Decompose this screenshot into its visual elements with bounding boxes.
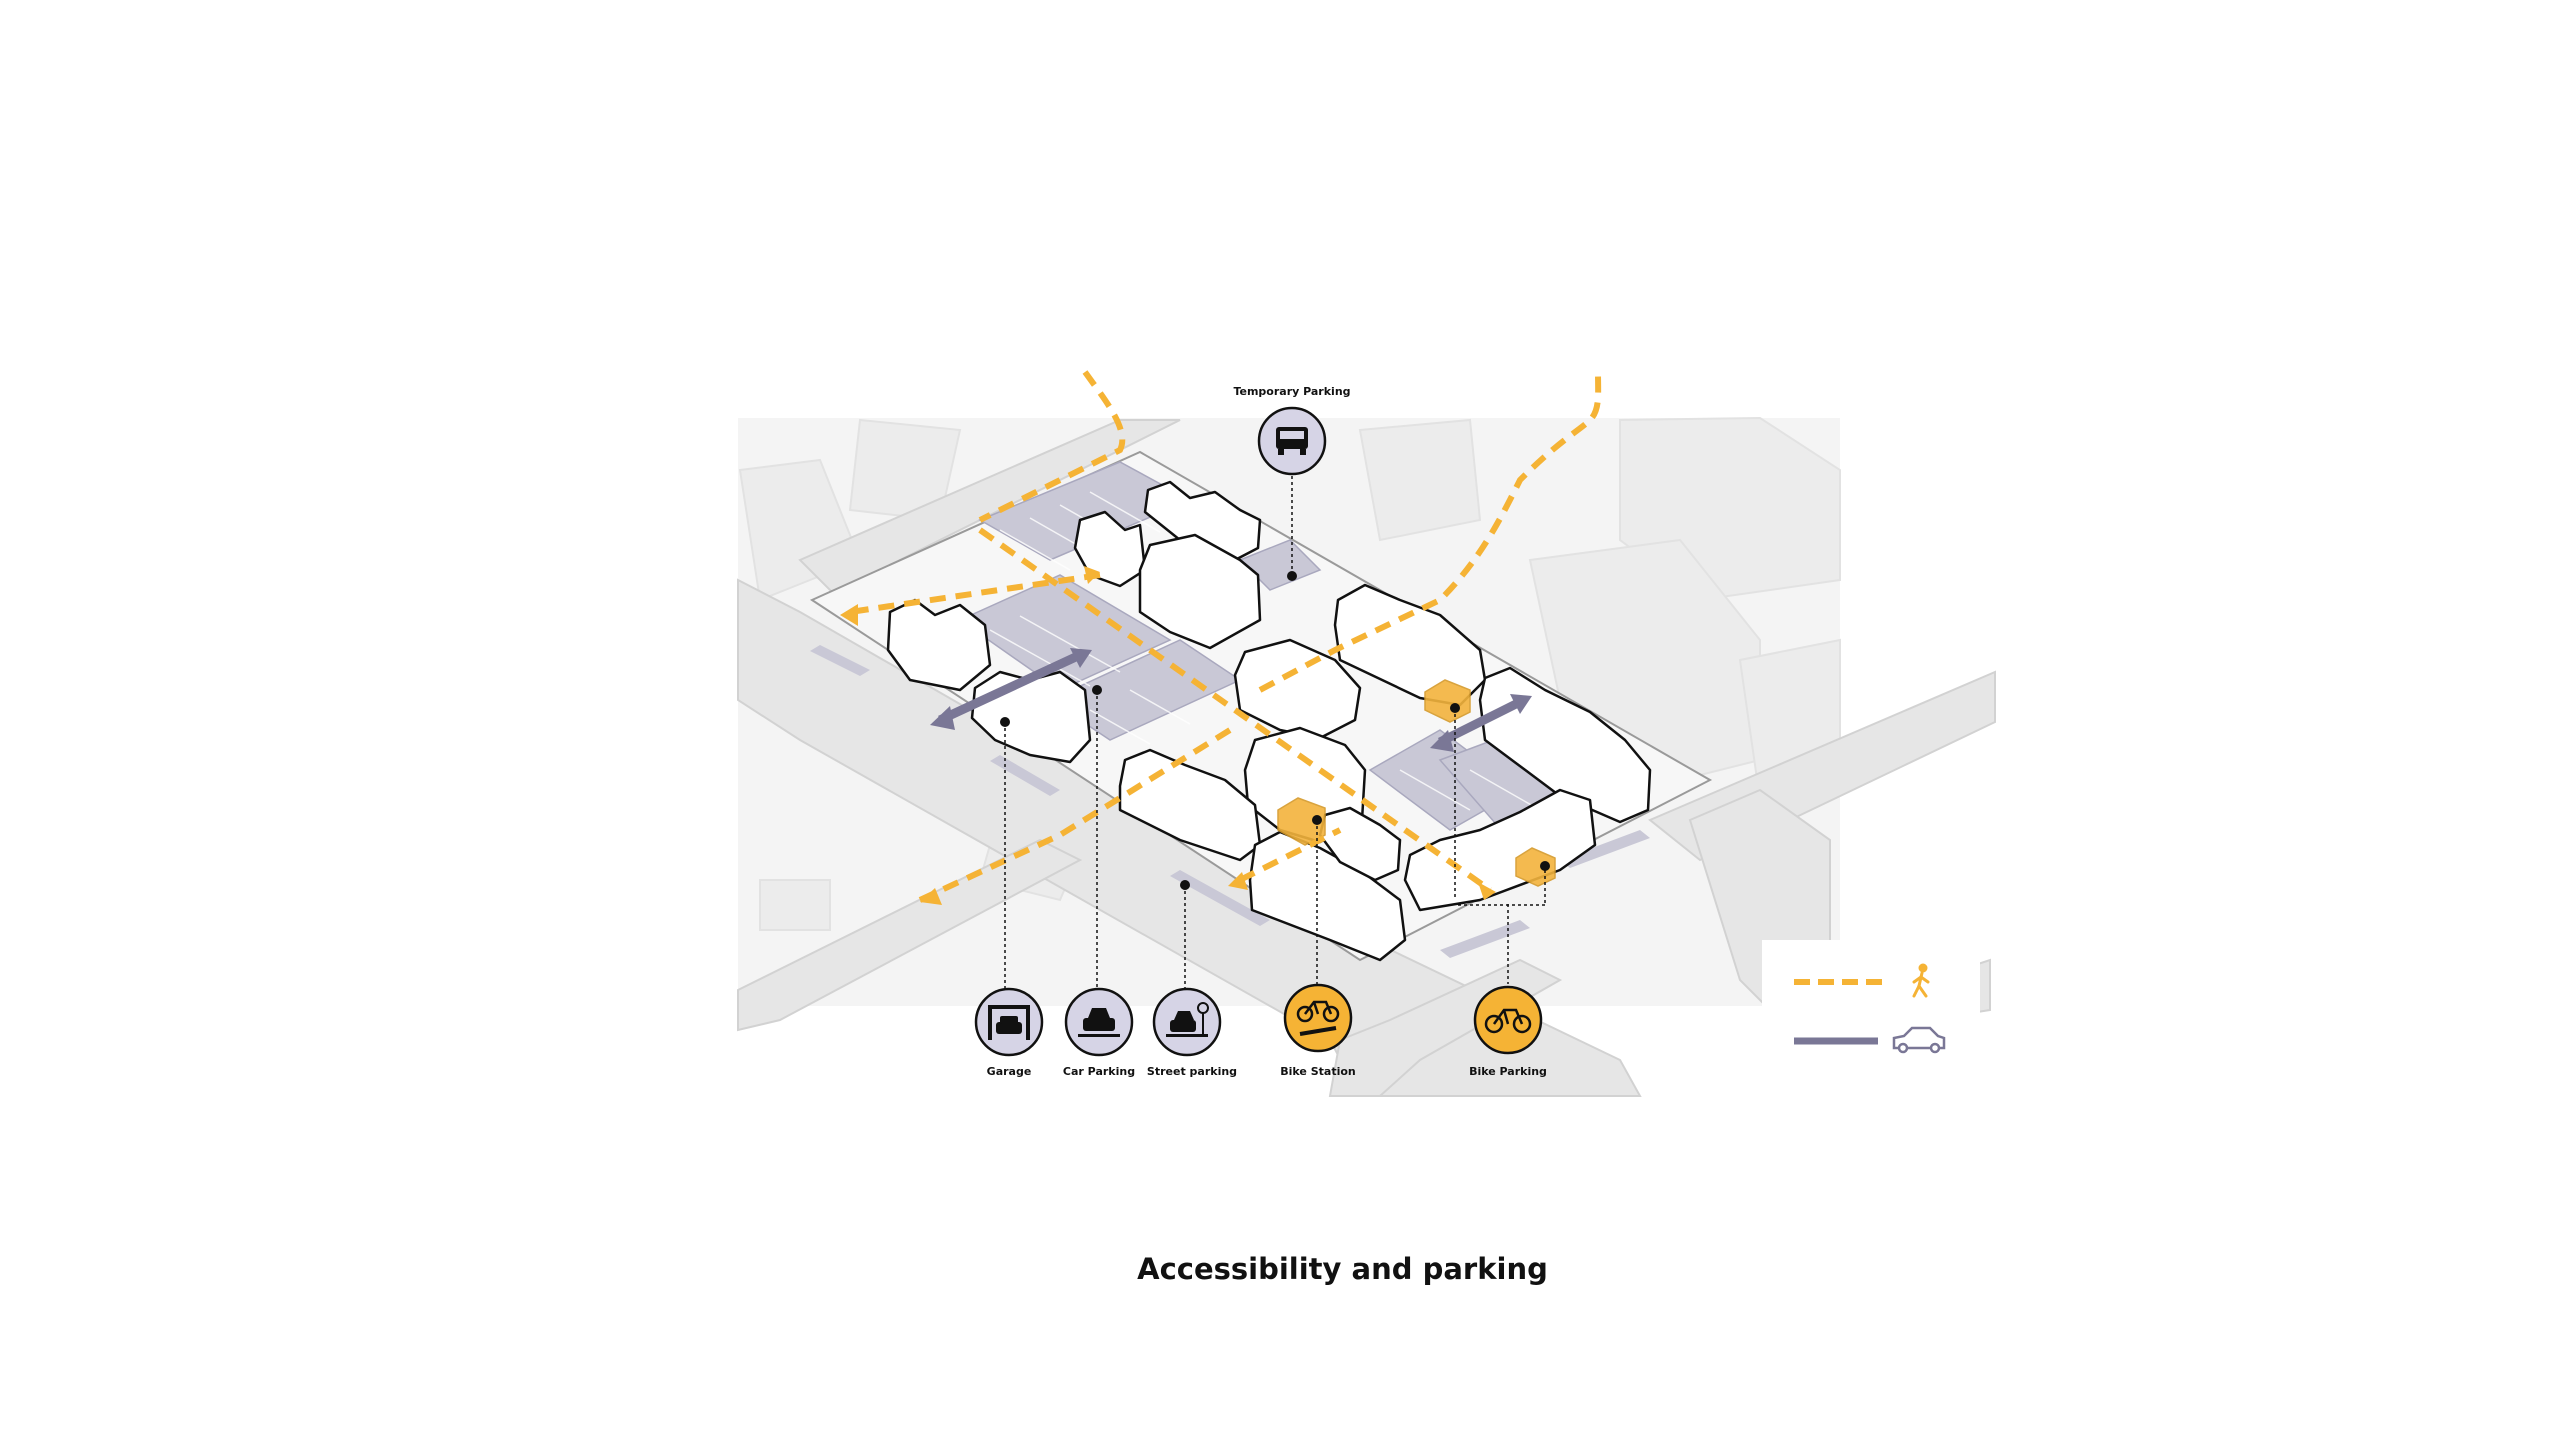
poi-car-parking: Car Parking: [1063, 987, 1135, 1078]
building-center: [1233, 638, 1362, 740]
poi-temporary-parking: Temporary Parking: [1233, 385, 1351, 476]
ped-path-left: [849, 572, 1101, 615]
poi-bike-station-label: Bike Station: [1280, 1065, 1356, 1078]
bike-icon: [1484, 1008, 1532, 1034]
parking-meter-car-icon: [1166, 1002, 1209, 1037]
buildings: [886, 480, 1652, 962]
truck-icon: [1276, 427, 1308, 455]
building-bottom-block: [1248, 830, 1407, 962]
pedestrian-icon: [1912, 963, 1930, 998]
pedestrian-paths: [849, 370, 1602, 903]
leader-dots: [1000, 571, 1550, 890]
poi-street-parking-label: Street parking: [1147, 1065, 1237, 1078]
car-flows: [930, 648, 1532, 752]
poi-garage-label: Garage: [987, 1065, 1032, 1078]
legend: [1762, 940, 1980, 1090]
garage-car-icon: [988, 1005, 1030, 1040]
car-flow-right: [1437, 697, 1523, 747]
poi-bike-parking: Bike Parking: [1469, 985, 1547, 1078]
ped-path-diagonal: [1258, 371, 1602, 693]
building-left-1: [886, 598, 992, 692]
building-top-small: [1073, 510, 1147, 588]
ped-path-bottom: [1238, 827, 1342, 883]
ped-path-main: [978, 527, 1492, 893]
building-lower-right: [1403, 788, 1597, 912]
ped-path-lower: [918, 727, 1232, 903]
car-side-icon: [1892, 1026, 1946, 1054]
poi-street-parking: Street parking: [1147, 987, 1237, 1078]
ped-path-top-curve: [978, 370, 1126, 523]
poi-car-parking-label: Car Parking: [1063, 1065, 1135, 1078]
leader-lines: [1004, 476, 1546, 990]
poi-bike-parking-label: Bike Parking: [1469, 1065, 1547, 1078]
diagram-caption: Accessibility and parking: [1137, 1252, 1548, 1286]
pedestrian-arrowheads: [840, 566, 1496, 905]
car-icon: [1078, 1008, 1120, 1037]
poi-temporary-parking-label: Temporary Parking: [1233, 385, 1350, 398]
building-tall-block: [1138, 533, 1262, 650]
car-flow-left: [938, 650, 1082, 725]
poi-garage: Garage: [974, 987, 1044, 1078]
bike-wrench-icon: [1296, 1000, 1340, 1036]
building-right-long: [1333, 583, 1487, 707]
poi-bike-station: Bike Station: [1280, 983, 1356, 1078]
building-bottom-small: [1318, 806, 1402, 882]
